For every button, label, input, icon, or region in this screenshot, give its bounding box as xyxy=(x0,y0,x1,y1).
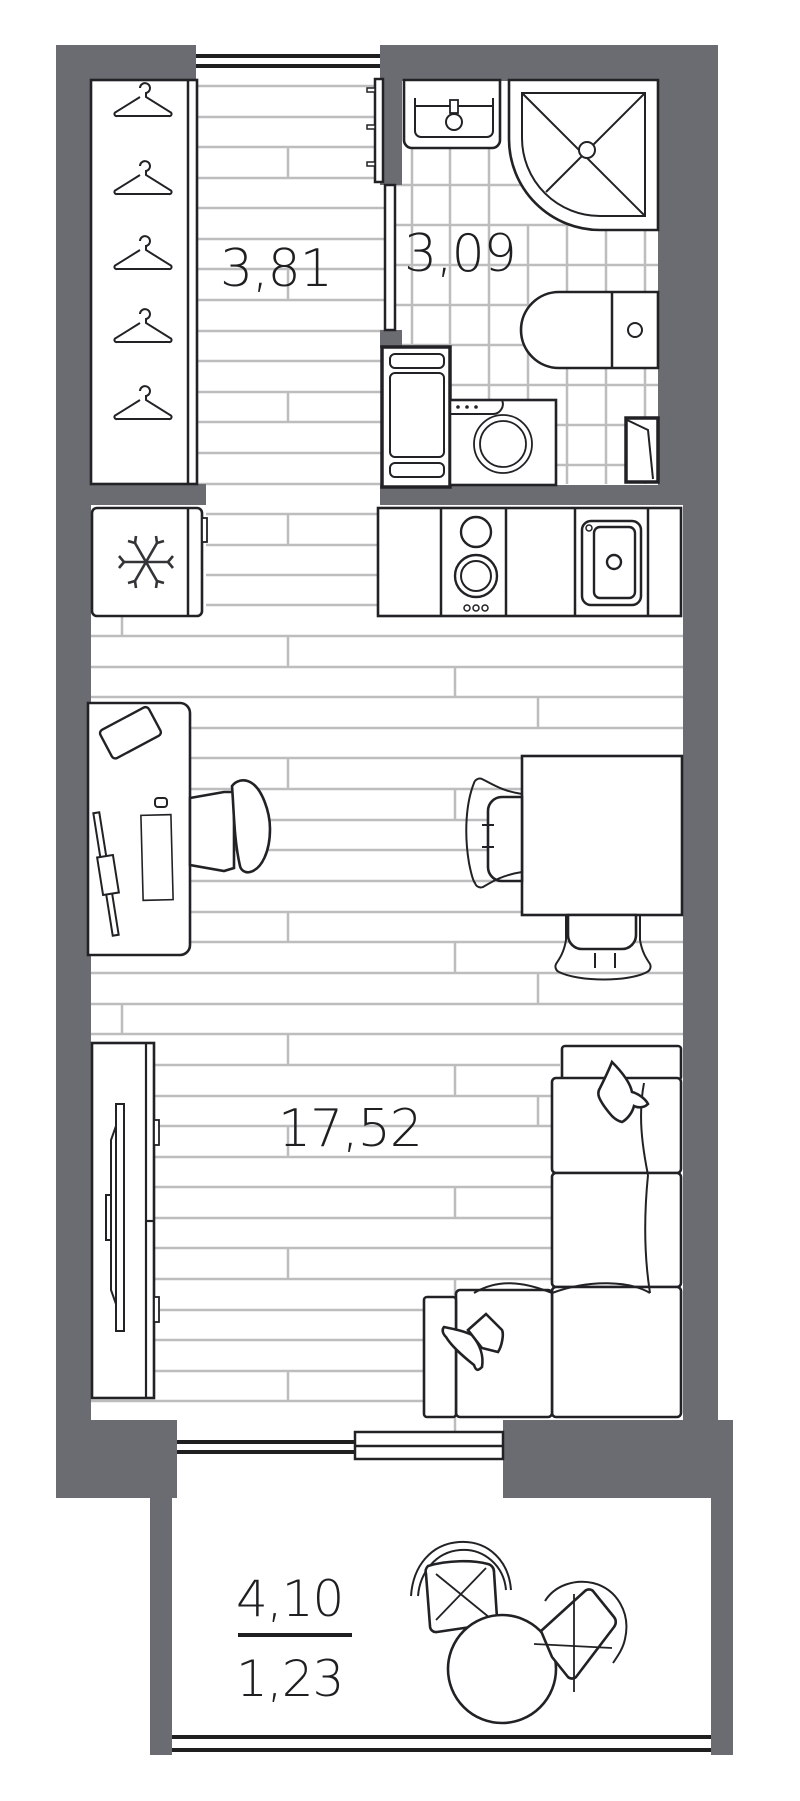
bathroom-door[interactable] xyxy=(383,183,397,332)
hanger-icon xyxy=(113,82,173,421)
kitchen-counter xyxy=(376,506,683,618)
wood-floor xyxy=(91,84,683,1432)
dining-chair-bottom xyxy=(554,913,652,981)
corner-sofa xyxy=(422,1044,683,1419)
pillow-icon xyxy=(441,1059,650,1372)
tv-cabinet xyxy=(90,1041,160,1400)
fridge xyxy=(90,506,208,618)
hallway-area-label: 3,81 xyxy=(220,239,333,299)
bathroom-area-label: 3,09 xyxy=(404,224,517,284)
work-desk xyxy=(86,701,192,957)
hob xyxy=(453,515,499,612)
washing-machine xyxy=(448,398,558,487)
balcony-chair-left xyxy=(410,1540,512,1634)
toilet xyxy=(519,290,660,370)
snowflake-icon xyxy=(118,535,174,589)
balcony-table-set xyxy=(410,1540,628,1725)
kitchen-sink xyxy=(580,519,643,607)
sink xyxy=(402,78,502,150)
balcony-total-area-label: 4,10 xyxy=(236,1570,344,1628)
floor-drain xyxy=(624,416,660,484)
corner-shower xyxy=(507,78,660,232)
balcony-fraction-line xyxy=(238,1633,352,1637)
wardrobe xyxy=(89,78,199,486)
office-chair xyxy=(188,779,272,874)
balcony-glazing xyxy=(172,1735,711,1752)
balcony-round-table xyxy=(446,1613,558,1725)
dining-chair-left xyxy=(465,777,524,889)
balcony-sliding-door[interactable] xyxy=(177,1430,505,1461)
balcony-reduced-area-label: 1,23 xyxy=(236,1650,344,1708)
coat-rack xyxy=(366,77,385,184)
tv-icon xyxy=(105,1103,125,1332)
monitor-icon xyxy=(92,811,121,937)
balcony-chair-right xyxy=(533,1580,628,1692)
water-heater xyxy=(380,345,452,489)
dining-table xyxy=(520,754,684,917)
laptop-icon xyxy=(98,705,163,760)
walls xyxy=(56,45,733,1755)
top-window xyxy=(196,54,380,68)
living-area-label: 17,52 xyxy=(278,1099,423,1159)
